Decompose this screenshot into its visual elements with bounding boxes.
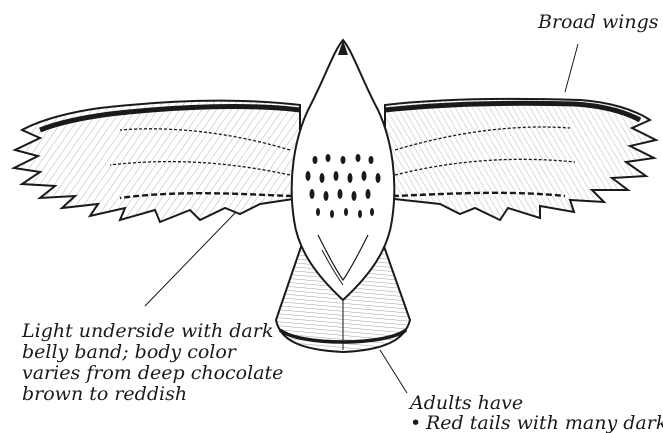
label-broad-wings: Broad wings (538, 12, 659, 33)
adults-bullet-list: Red tails with many dark (410, 413, 663, 433)
label-underside-line-1: Light underside with dark (22, 321, 283, 342)
label-underside: Light underside with dark belly band; bo… (22, 321, 283, 405)
underside-leader-line (145, 212, 236, 306)
adults-bullet-1: Red tails with many dark (410, 413, 663, 433)
right-wing (385, 99, 656, 220)
left-wing (14, 101, 300, 222)
wings-leader-line (565, 44, 578, 92)
label-underside-line-4: brown to reddish (22, 384, 283, 405)
label-underside-line-3: varies from deep chocolate (22, 363, 283, 384)
label-adults: Adults have (410, 393, 523, 414)
adults-leader-line (380, 350, 407, 393)
label-underside-line-2: belly band; body color (22, 342, 283, 363)
